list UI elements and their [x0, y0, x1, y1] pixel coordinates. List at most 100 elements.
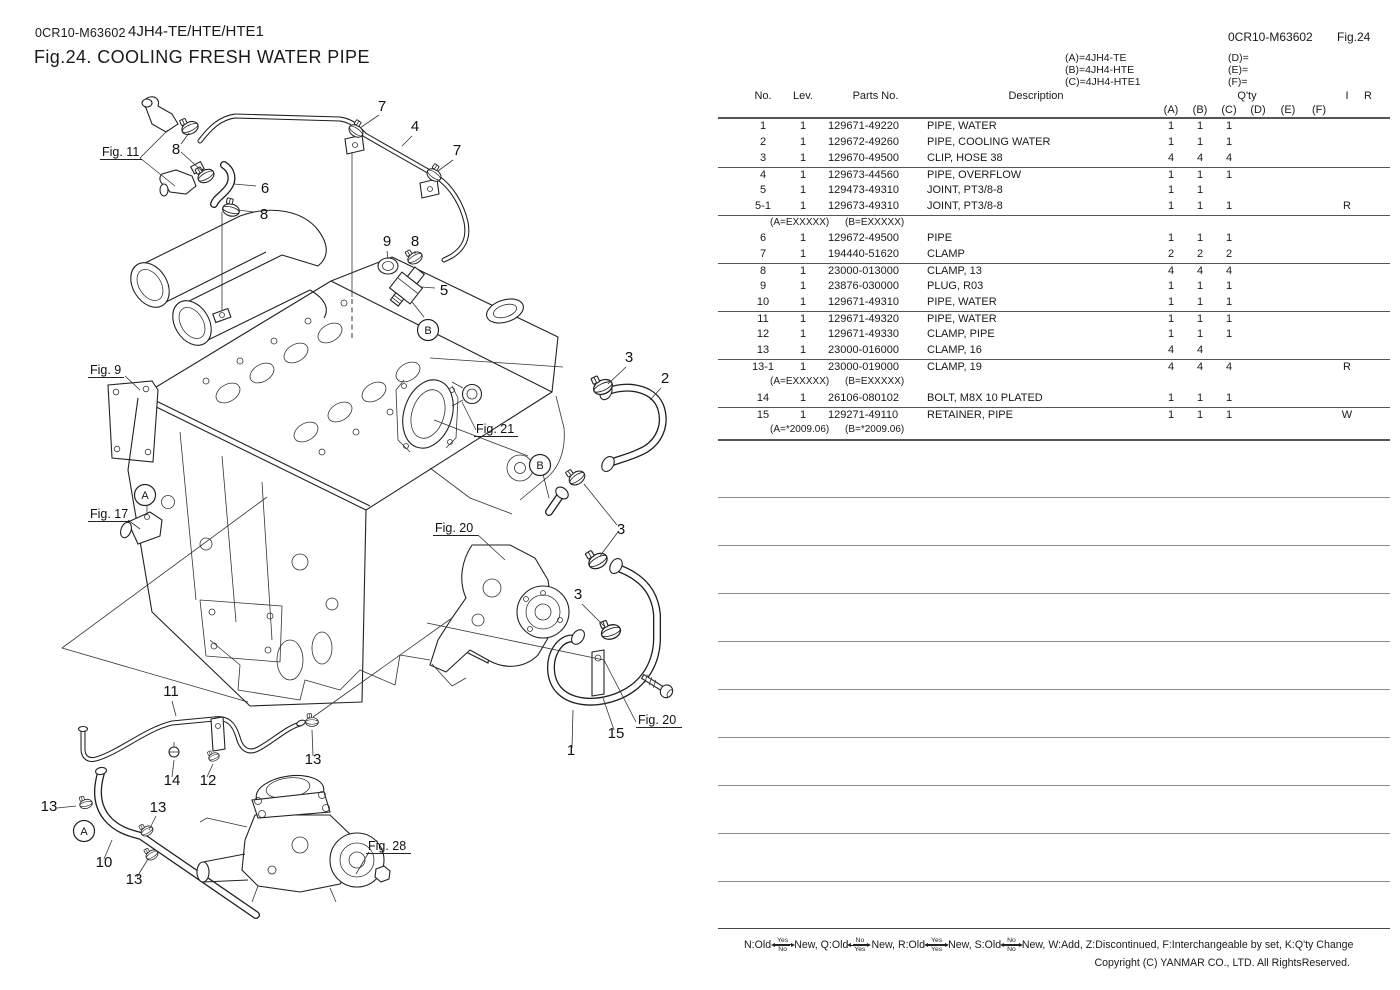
cell-description: PIPE, WATER	[927, 120, 997, 132]
footer-rule	[718, 928, 1390, 929]
cell-description: CLAMP	[927, 248, 965, 260]
cell-qty: 1	[1225, 296, 1233, 308]
note-b: (B=EXXXXX)	[845, 217, 905, 228]
fig11-fittings	[139, 96, 205, 197]
model-b: (B)=4JH4-HTE	[1065, 64, 1135, 76]
figure-reference-label: Fig. 11	[102, 145, 139, 159]
cell-lev: 1	[799, 392, 807, 404]
callout-number: 5	[440, 282, 448, 299]
callout-number: 10	[96, 854, 113, 871]
cell-partsno: 129271-49110	[828, 409, 899, 421]
cell-description: PIPE, WATER	[927, 296, 997, 308]
callout-number: 8	[411, 233, 419, 250]
cell-lev: 1	[799, 120, 807, 132]
cell-no: 10	[756, 296, 770, 308]
cell-lev: 1	[799, 328, 807, 340]
header-rule	[718, 117, 1390, 119]
cell-qty: 4	[1167, 265, 1175, 277]
callout-number: 7	[453, 142, 461, 159]
note-a: (A=EXXXXX)	[770, 217, 830, 228]
cell-lev: 1	[799, 280, 807, 292]
cell-partsno: 23000-019000	[828, 361, 899, 373]
panel-doc-code: 0CR10-M63602	[1228, 30, 1313, 44]
overflow-pipe	[197, 113, 470, 340]
cell-no: 14	[756, 392, 770, 404]
legend-text: New, W:Add, Z:Discontinued, F:Interchang…	[1021, 939, 1354, 951]
empty-line	[718, 497, 1390, 498]
intake-manifold	[130, 209, 327, 346]
note-row: (A=EXXXXX)(B=EXXXXX)	[718, 375, 1390, 391]
cell-description: JOINT, PT3/8-8	[927, 200, 1003, 212]
cell-partsno: 23000-016000	[828, 344, 899, 356]
cell-qty: 1	[1225, 392, 1233, 404]
col-qty-a: (A)	[1163, 104, 1179, 116]
callout-number: 2	[661, 370, 669, 387]
col-i: I	[1345, 90, 1349, 102]
cell-lev: 1	[799, 248, 807, 260]
cell-lev: 1	[799, 184, 807, 196]
cell-no: 5-1	[755, 200, 771, 212]
cell-lev: 1	[799, 296, 807, 308]
empty-line	[718, 689, 1390, 690]
col-qty-d: (D)	[1250, 104, 1266, 116]
cell-no: 2	[759, 136, 767, 148]
cell-qty: 1	[1225, 313, 1233, 325]
cell-qty: 4	[1225, 361, 1233, 373]
hose-10	[94, 766, 260, 919]
model-f: (F)=	[1228, 76, 1248, 88]
empty-line	[718, 833, 1390, 834]
cell-qty: 1	[1196, 184, 1204, 196]
cell-qty: 1	[1196, 120, 1204, 132]
injection-pump	[196, 774, 391, 903]
model-d: (D)=	[1228, 52, 1249, 64]
cell-no: 4	[759, 169, 767, 181]
cell-qty: 1	[1196, 409, 1204, 421]
cell-partsno: 129670-49500	[828, 152, 899, 164]
empty-line	[718, 545, 1390, 546]
mount-bolt	[640, 673, 674, 699]
cell-description: PLUG, R03	[927, 280, 984, 292]
cell-partsno: 129672-49260	[828, 136, 899, 148]
cell-qty: 1	[1167, 232, 1175, 244]
model-code: 4JH4-TE/HTE/HTE1	[128, 23, 264, 40]
note-row: (A=EXXXXX) (B=EXXXXX)	[718, 215, 1390, 231]
cell-no: 11	[757, 313, 769, 325]
cell-qty: 4	[1225, 265, 1233, 277]
cell-flag: R	[1343, 361, 1351, 373]
cell-lev: 1	[799, 169, 807, 181]
hose-1	[547, 557, 674, 706]
cell-qty: 1	[1225, 409, 1233, 421]
water-pump	[429, 486, 570, 687]
cell-partsno: 129671-49220	[828, 120, 899, 132]
empty-line	[718, 881, 1390, 882]
cell-flag: W	[1341, 409, 1353, 421]
cell-qty: 1	[1225, 169, 1233, 181]
reference-circle	[416, 318, 440, 342]
cell-qty: 4	[1225, 152, 1233, 164]
callout-number: 4	[411, 118, 419, 135]
note-b: (B=*2009.06)	[845, 424, 905, 435]
cell-lev: 1	[799, 136, 807, 148]
cell-qty: 2	[1167, 248, 1175, 260]
figure-reference-label: Fig. 17	[90, 507, 128, 521]
cell-qty: 1	[1167, 313, 1175, 325]
cell-description: PIPE, COOLING WATER	[927, 136, 1051, 148]
cell-qty: 1	[1167, 296, 1175, 308]
cell-qty: 4	[1196, 152, 1204, 164]
cell-qty: 1	[1225, 136, 1233, 148]
cell-lev: 1	[799, 232, 807, 244]
cell-partsno: 129673-44560	[828, 169, 899, 181]
cell-lev: 1	[799, 200, 807, 212]
empty-line	[718, 593, 1390, 594]
callout-number: 9	[383, 233, 391, 250]
cell-qty: 4	[1167, 344, 1175, 356]
callout-number: 13	[41, 798, 58, 815]
